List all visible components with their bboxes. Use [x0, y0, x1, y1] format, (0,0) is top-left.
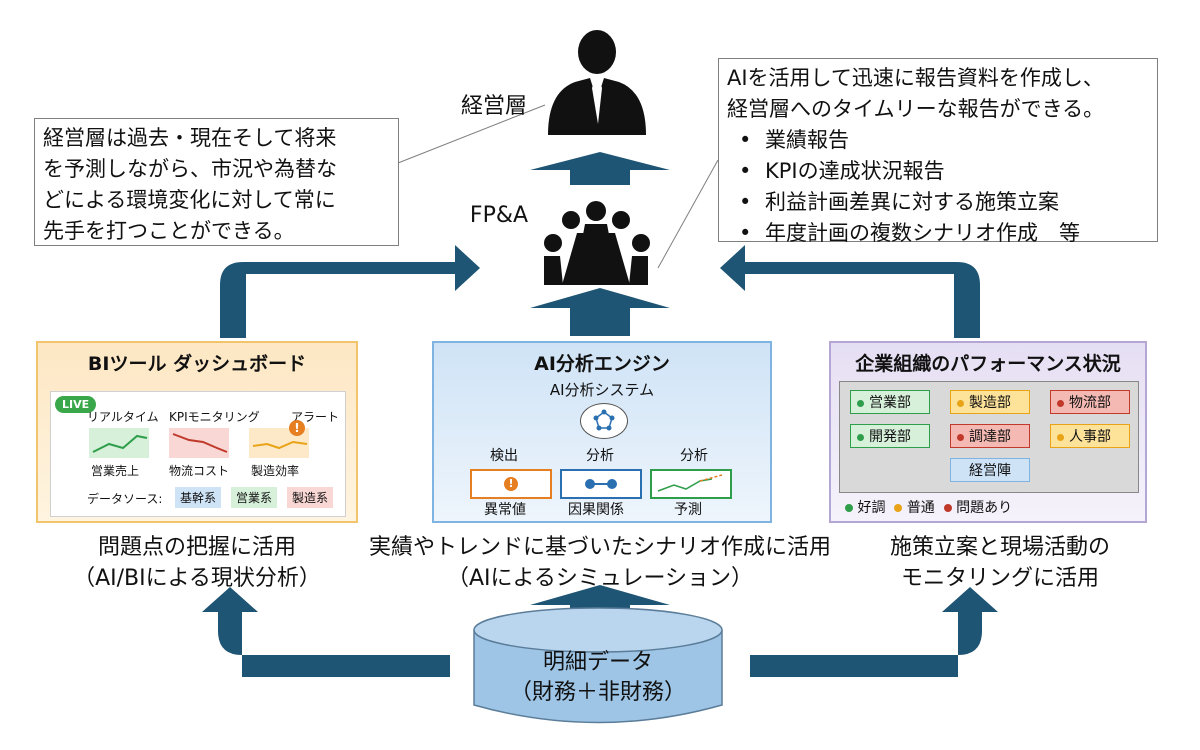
department-grid: 営業部 製造部 物流部 開発部 調達部 人事部 経営陣 [839, 381, 1139, 493]
ai-panel-title: AI分析エンジン [534, 353, 670, 375]
database-cylinder [473, 607, 723, 724]
step-header-detect: 検出 [490, 448, 518, 464]
dept-name: 人事部 [1069, 429, 1111, 445]
callout-left-line: を予測しながら、市況や為替な [43, 157, 337, 181]
forecast-box [650, 469, 732, 499]
dept-name: 製造部 [969, 395, 1011, 411]
data-source-label: データソース: [87, 492, 163, 506]
bi-dashboard-card: LIVE リアルタイム KPIモニタリング アラート ! 営業売上 物流コスト … [50, 391, 346, 517]
causal-box [560, 469, 642, 499]
bi-caption-line: 問題点の把握に活用 [97, 535, 296, 560]
chart-label-efficiency: 製造効率 [251, 464, 300, 478]
callout-right-bullets: 業績報告 KPIの達成状況報告 利益計画差異に対する施策立案 年度計画の複数シナ… [727, 125, 1149, 249]
alert-icon: ! [289, 420, 305, 436]
dept-name: 開発部 [869, 429, 911, 445]
source-manufacturing: 製造系 [287, 487, 334, 508]
bullet-item: KPIの達成状況報告 [727, 156, 1149, 187]
callout-right-intro: AIを活用して迅速に報告資料を作成し、 [727, 66, 1104, 90]
source-core: 基幹系 [175, 487, 222, 508]
trend-icon [657, 474, 723, 492]
step-label-causal: 因果関係 [568, 502, 624, 518]
bi-dashboard-panel: BIツール ダッシュボード LIVE リアルタイム KPIモニタリング アラート… [36, 341, 358, 523]
org-caption-line: モニタリングに活用 [900, 566, 1099, 591]
bullet-item: 利益計画差異に対する施策立案 [727, 187, 1149, 218]
org-caption: 施策立案と現場活動の モニタリングに活用 [860, 532, 1140, 594]
up-arrow-to-executive [530, 152, 670, 185]
org-performance-panel: 企業組織のパフォーマンス状況 営業部 製造部 物流部 開発部 調達部 人事部 経… [829, 341, 1147, 523]
step-label-anomaly: 異常値 [484, 502, 526, 518]
fpa-meeting-icon [544, 201, 650, 285]
bullet-item: 業績報告 [727, 125, 1149, 156]
dept-procurement: 調達部 [950, 424, 1030, 448]
callout-left-line: どによる環境変化に対して常に [43, 188, 336, 212]
dept-development: 開発部 [850, 424, 930, 448]
dept-sales: 営業部 [850, 390, 930, 414]
bi-caption: 問題点の把握に活用 （AI/BIによる現状分析） [36, 532, 358, 594]
dept-name: 経営陣 [969, 463, 1011, 479]
status-legend: 好調 普通 問題あり [845, 497, 1012, 517]
database-label-line: （財務＋非財務） [509, 680, 686, 705]
ai-caption-line: 実績やトレンドに基づいたシナリオ作成に活用 [368, 535, 831, 560]
logistics-chart [169, 428, 229, 458]
arrow-org-to-fpa [720, 245, 980, 338]
dept-name: 物流部 [1069, 395, 1111, 411]
step-header-analyze-1: 分析 [586, 448, 614, 464]
legend-issue: 問題あり [956, 500, 1013, 516]
dept-logistics: 物流部 [1050, 390, 1130, 414]
legend-good: 好調 [857, 500, 886, 516]
chart-label-sales: 営業売上 [91, 464, 140, 478]
dept-hr: 人事部 [1050, 424, 1130, 448]
ai-network-icon [580, 403, 628, 439]
callout-left-connector [397, 104, 546, 164]
up-arrow-to-fpa [530, 288, 670, 336]
source-sales: 営業系 [231, 487, 278, 508]
dept-name: 営業部 [869, 395, 911, 411]
up-arrow-from-database [530, 585, 670, 620]
ai-panel-subtitle: AI分析システム [549, 381, 655, 399]
bi-header-kpi: KPIモニタリング [169, 410, 260, 424]
callout-left: 経営層は過去・現在そして将来 を予測しながら、市況や為替な どによる環境変化に対… [34, 118, 399, 246]
org-panel-title: 企業組織のパフォーマンス状況 [855, 353, 1121, 375]
bi-header-alert: アラート [291, 410, 340, 424]
callout-right-intro: 経営層へのタイムリーな報告ができる。 [727, 97, 1105, 121]
ai-caption-line: （AIによるシミュレーション） [447, 566, 753, 591]
callout-right: AIを活用して迅速に報告資料を作成し、 経営層へのタイムリーな報告ができる。 業… [718, 58, 1158, 249]
step-label-forecast: 予測 [674, 502, 702, 518]
fpa-label: FP&A [469, 203, 529, 228]
dept-management: 経営陣 [950, 458, 1030, 482]
live-badge: LIVE [55, 396, 97, 413]
ai-caption: 実績やトレンドに基づいたシナリオ作成に活用 （AIによるシミュレーション） [330, 532, 870, 594]
dept-manufacturing: 製造部 [950, 390, 1030, 414]
bi-panel-title: BIツール ダッシュボード [87, 353, 307, 375]
sales-chart [89, 428, 149, 458]
database-label: 明細データ （財務＋非財務） [474, 648, 722, 708]
bullet-item: 年度計画の複数シナリオ作成 等 [727, 218, 1149, 249]
legend-normal: 普通 [906, 500, 935, 516]
callout-left-line: 経営層は過去・現在そして将来 [43, 126, 337, 150]
ai-engine-panel: AI分析エンジン AI分析システム 検出 分析 分析 ! 異常値 因果関係 予測 [432, 341, 772, 523]
bi-header-realtime: リアルタイム [87, 410, 159, 424]
anomaly-box: ! [470, 469, 552, 499]
alert-icon: ! [504, 477, 518, 491]
executive-label: 経営層 [460, 94, 527, 119]
arrow-db-to-bi [202, 587, 450, 677]
step-header-analyze-2: 分析 [680, 448, 708, 464]
arrow-bi-to-fpa [220, 245, 480, 338]
arrow-db-to-org [750, 587, 998, 677]
dept-name: 調達部 [969, 429, 1011, 445]
org-caption-line: 施策立案と現場活動の [889, 535, 1110, 560]
link-icon [585, 479, 617, 489]
bi-caption-line: （AI/BIによる現状分析） [73, 566, 321, 591]
executive-icon [548, 30, 646, 135]
chart-label-logistics: 物流コスト [169, 464, 230, 478]
callout-right-connector [657, 159, 719, 269]
callout-left-line: 先手を打つことができる。 [43, 219, 295, 243]
database-label-line: 明細データ [542, 650, 653, 675]
